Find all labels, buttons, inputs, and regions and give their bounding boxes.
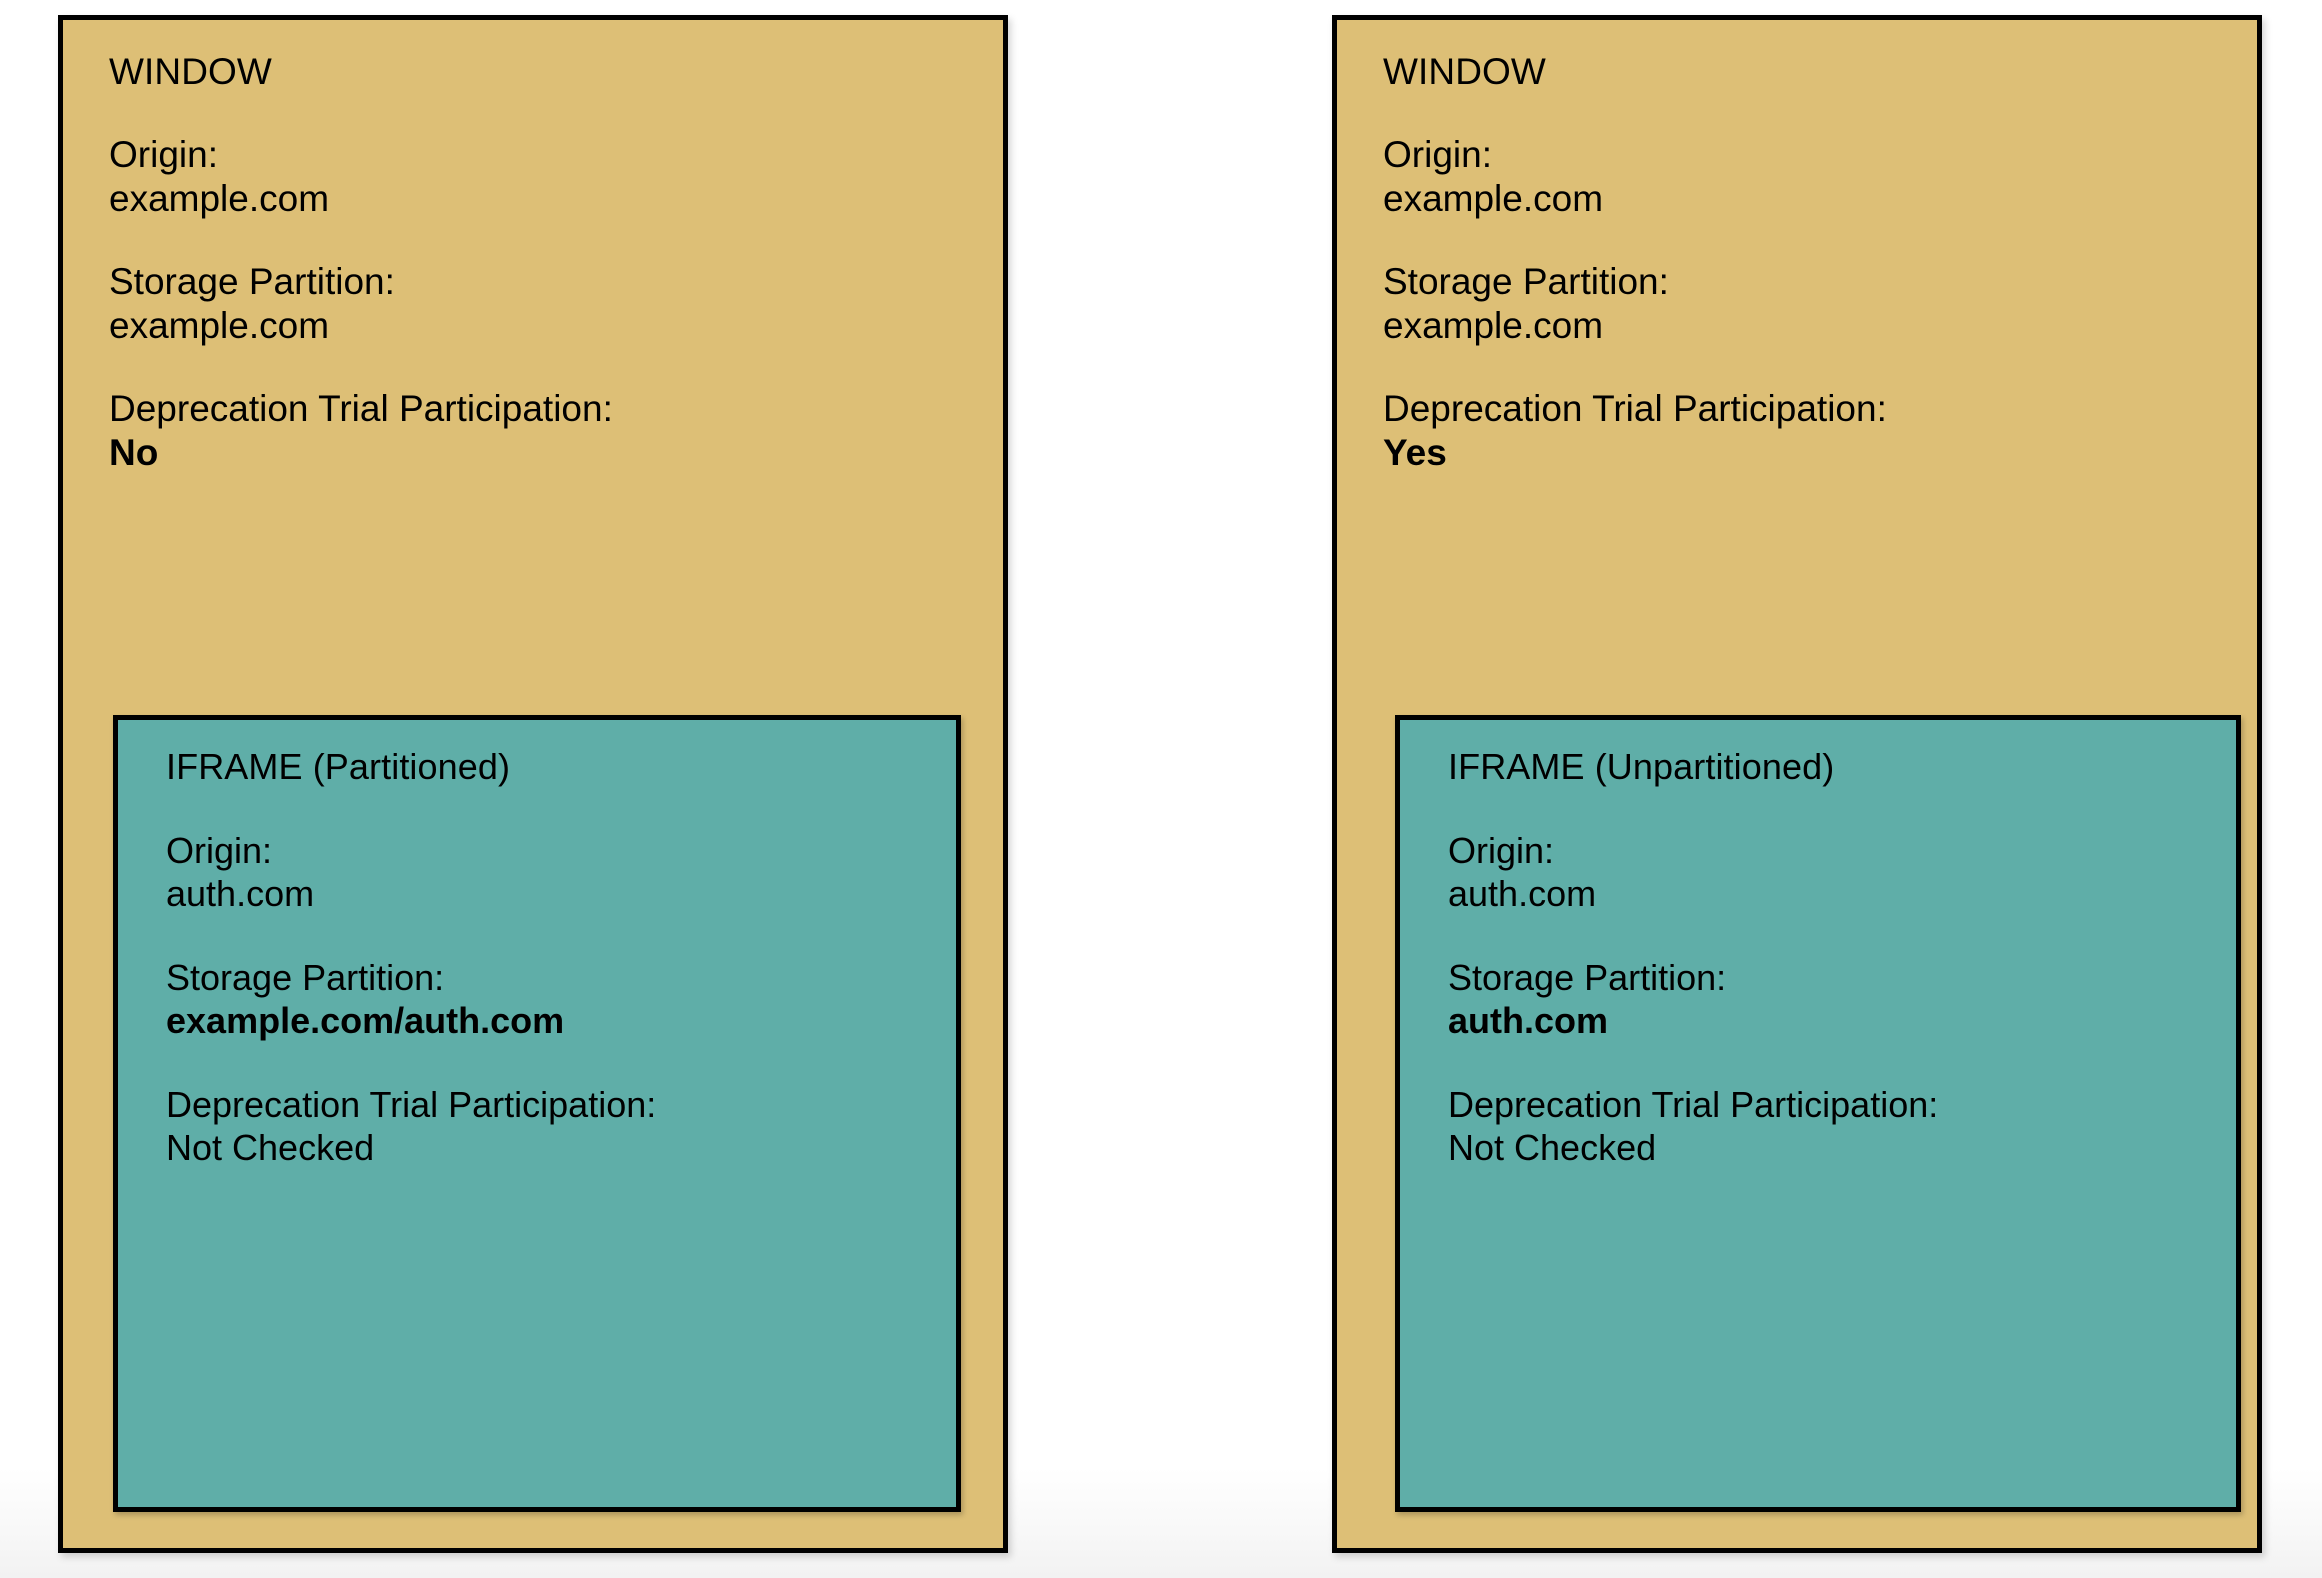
iframe-right-field-origin: Origin: auth.com	[1448, 829, 2226, 915]
iframe-right-heading: IFRAME (Unpartitioned)	[1448, 746, 1835, 787]
iframe-right-content: IFRAME (Unpartitioned) Origin: auth.com …	[1448, 745, 2226, 1169]
iframe-right-field-storage-partition: Storage Partition: auth.com	[1448, 956, 2226, 1042]
iframe-left-content: IFRAME (Partitioned) Origin: auth.com St…	[166, 745, 946, 1169]
window-left-field-origin: Origin: example.com	[109, 133, 993, 221]
iframe-right-deprecation-trial-value: Not Checked	[1448, 1127, 1657, 1168]
window-left-origin-value: example.com	[109, 178, 330, 219]
iframe-right-storage-partition-label: Storage Partition:	[1448, 957, 1727, 998]
window-right-field-storage-partition: Storage Partition: example.com	[1383, 260, 2247, 348]
iframe-box-left: IFRAME (Partitioned) Origin: auth.com St…	[113, 715, 961, 1512]
window-right-deprecation-trial-value: Yes	[1383, 432, 1447, 473]
iframe-box-right: IFRAME (Unpartitioned) Origin: auth.com …	[1395, 715, 2241, 1512]
window-left-content: WINDOW Origin: example.com Storage Parti…	[109, 50, 993, 475]
iframe-left-field-storage-partition: Storage Partition: example.com/auth.com	[166, 956, 946, 1042]
window-right-field-deprecation-trial: Deprecation Trial Participation: Yes	[1383, 387, 2247, 475]
iframe-right-origin-value: auth.com	[1448, 873, 1597, 914]
window-right-origin-value: example.com	[1383, 178, 1604, 219]
iframe-left-storage-partition-value: example.com/auth.com	[166, 1000, 565, 1041]
window-left-deprecation-trial-value: No	[109, 432, 159, 473]
window-left-storage-partition-label: Storage Partition:	[109, 261, 395, 302]
window-right-storage-partition-value: example.com	[1383, 305, 1604, 346]
iframe-left-deprecation-trial-label: Deprecation Trial Participation:	[166, 1084, 657, 1125]
window-right-origin-label: Origin:	[1383, 134, 1492, 175]
window-right-heading: WINDOW	[1383, 51, 1546, 92]
iframe-right-field-deprecation-trial: Deprecation Trial Participation: Not Che…	[1448, 1083, 2226, 1169]
window-left-field-deprecation-trial: Deprecation Trial Participation: No	[109, 387, 993, 475]
window-right-storage-partition-label: Storage Partition:	[1383, 261, 1669, 302]
window-left-field-storage-partition: Storage Partition: example.com	[109, 260, 993, 348]
iframe-right-storage-partition-value: auth.com	[1448, 1000, 1609, 1041]
iframe-left-field-origin: Origin: auth.com	[166, 829, 946, 915]
iframe-left-storage-partition-label: Storage Partition:	[166, 957, 445, 998]
window-right-deprecation-trial-label: Deprecation Trial Participation:	[1383, 388, 1887, 429]
window-box-left: WINDOW Origin: example.com Storage Parti…	[58, 15, 1008, 1553]
window-left-origin-label: Origin:	[109, 134, 218, 175]
iframe-left-origin-label: Origin:	[166, 830, 273, 871]
iframe-left-deprecation-trial-value: Not Checked	[166, 1127, 375, 1168]
window-right-content: WINDOW Origin: example.com Storage Parti…	[1383, 50, 2247, 475]
window-left-storage-partition-value: example.com	[109, 305, 330, 346]
window-right-field-origin: Origin: example.com	[1383, 133, 2247, 221]
iframe-right-deprecation-trial-label: Deprecation Trial Participation:	[1448, 1084, 1939, 1125]
iframe-right-origin-label: Origin:	[1448, 830, 1555, 871]
iframe-left-field-deprecation-trial: Deprecation Trial Participation: Not Che…	[166, 1083, 946, 1169]
window-left-deprecation-trial-label: Deprecation Trial Participation:	[109, 388, 613, 429]
window-left-heading: WINDOW	[109, 51, 272, 92]
iframe-left-origin-value: auth.com	[166, 873, 315, 914]
window-box-right: WINDOW Origin: example.com Storage Parti…	[1332, 15, 2262, 1553]
iframe-left-heading: IFRAME (Partitioned)	[166, 746, 511, 787]
